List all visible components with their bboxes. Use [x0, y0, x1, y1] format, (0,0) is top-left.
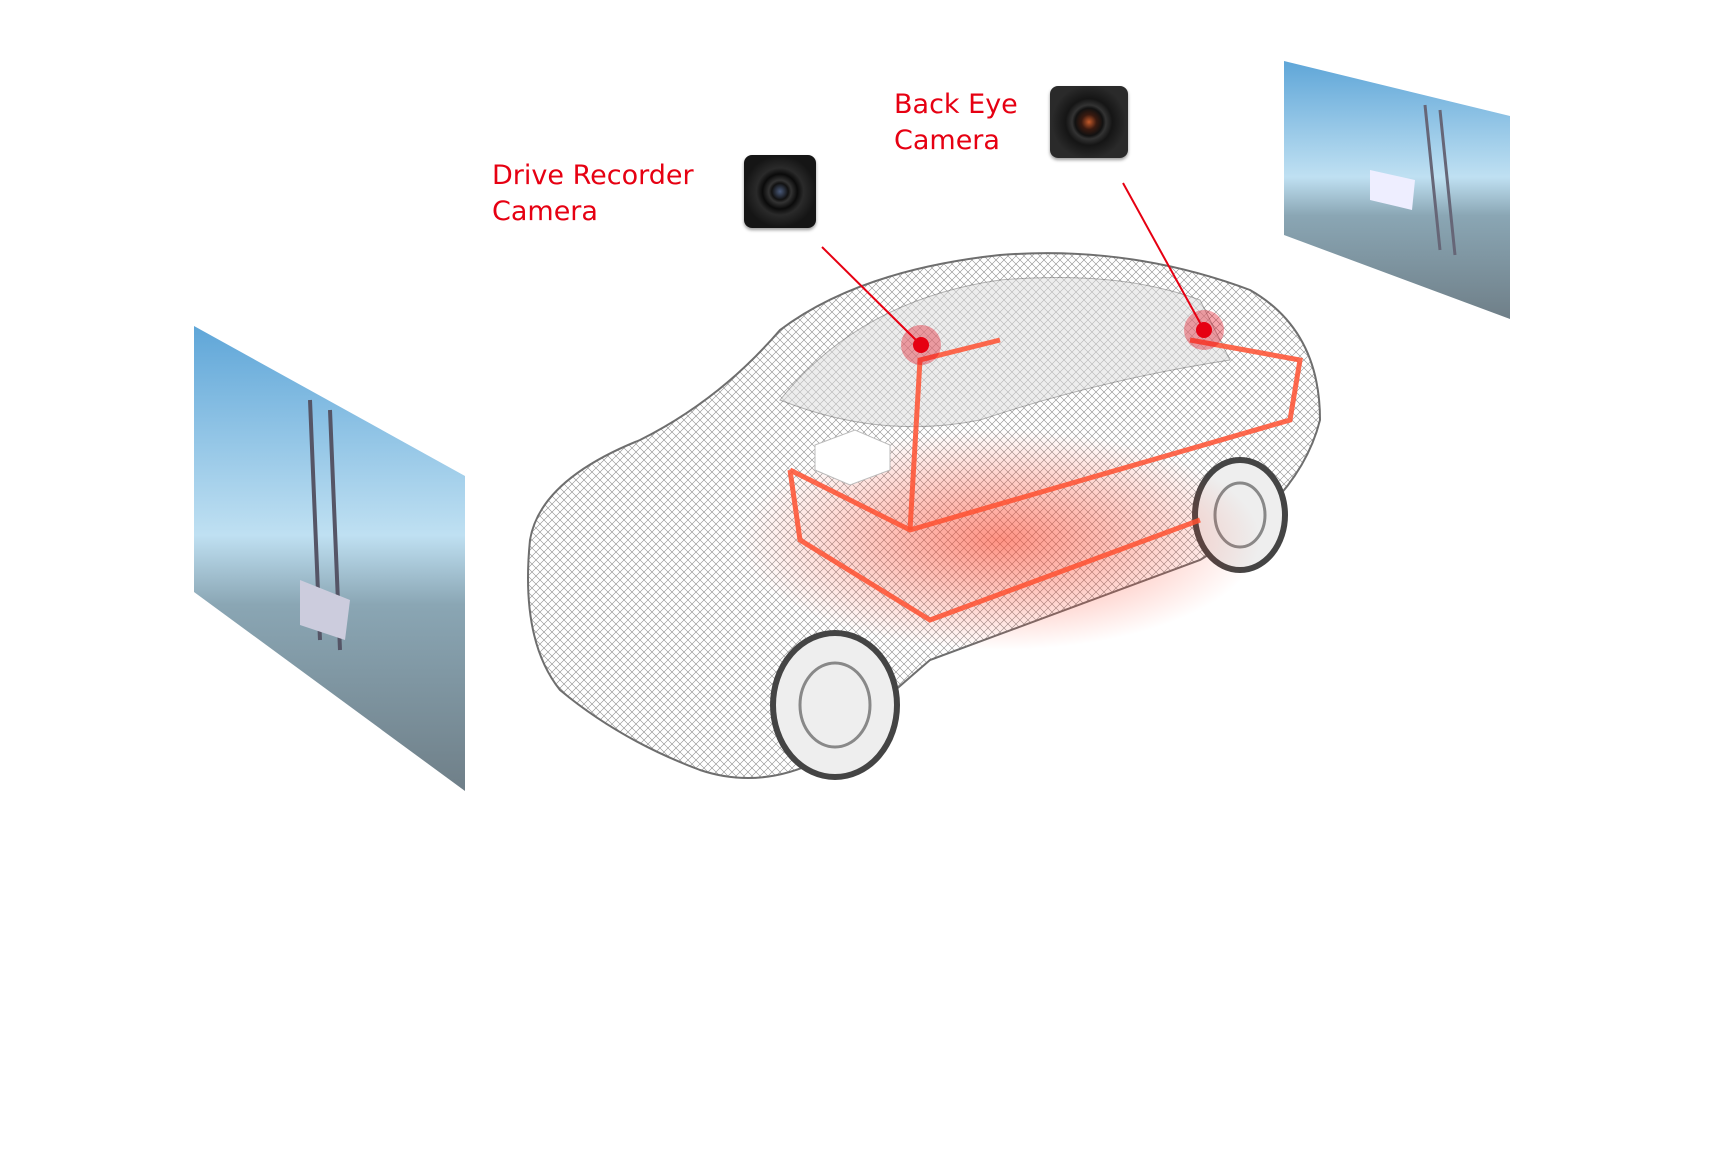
back-eye-label-line1: Back Eye — [894, 89, 1018, 120]
drive-recorder-label-line2: Camera — [492, 196, 598, 227]
callout-lines — [821, 182, 1224, 365]
drive-recorder-camera-icon — [744, 155, 816, 228]
recorder-unit-box — [814, 429, 891, 486]
back-eye-label: Back Eye Camera — [894, 87, 1018, 159]
front-view-panel — [194, 326, 465, 791]
drive-recorder-label-line1: Drive Recorder — [492, 160, 694, 191]
back-eye-camera-icon — [1050, 86, 1128, 158]
drive-recorder-label: Drive Recorder Camera — [492, 158, 694, 230]
back-eye-label-line2: Camera — [894, 125, 1000, 156]
car-wireframe — [527, 252, 1322, 780]
rear-view-panel — [1284, 61, 1510, 319]
